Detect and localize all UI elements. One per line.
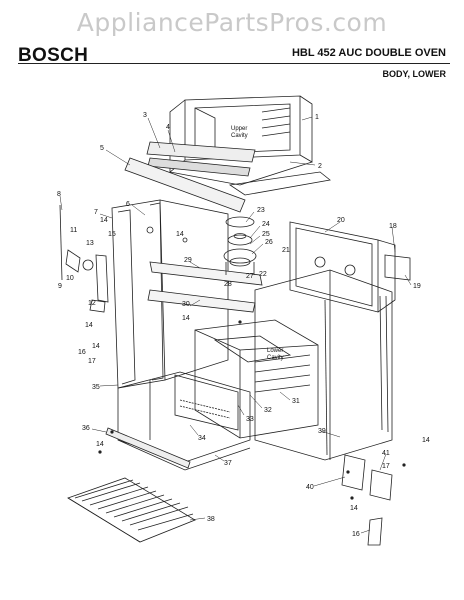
junction-box bbox=[384, 254, 411, 281]
callout-16-b: 16 bbox=[352, 531, 360, 538]
callout-16-a: 16 bbox=[78, 349, 86, 356]
callout-30: 30 bbox=[182, 301, 190, 308]
callout-14-b: 14 bbox=[176, 231, 184, 238]
watermark-text: AppliancePartsPros.com bbox=[76, 8, 388, 37]
upper-cavity-floor bbox=[228, 171, 331, 196]
cross-support bbox=[147, 261, 263, 313]
callout-23: 23 bbox=[257, 207, 265, 214]
callout-27: 27 bbox=[246, 273, 254, 280]
model-title: HBL 452 AUC DOUBLE OVEN bbox=[291, 47, 446, 59]
callout-36: 36 bbox=[82, 425, 90, 432]
lower-cavity-label-2: Cavity bbox=[267, 355, 284, 361]
base-frame bbox=[117, 371, 251, 471]
callout-22: 22 bbox=[259, 271, 267, 278]
callout-17-a: 17 bbox=[88, 358, 96, 365]
header-rule bbox=[18, 63, 450, 64]
callout-28: 28 bbox=[224, 281, 232, 288]
upper-cavity: Upper Cavity bbox=[169, 95, 331, 196]
callout-6: 6 bbox=[126, 201, 130, 208]
callout-14-f: 14 bbox=[422, 437, 430, 444]
callout-1: 1 bbox=[315, 114, 319, 121]
callout-2: 2 bbox=[318, 163, 322, 170]
callout-8: 8 bbox=[57, 191, 61, 198]
callout-21: 21 bbox=[282, 247, 290, 254]
callout-37: 37 bbox=[224, 460, 232, 467]
callout-10: 10 bbox=[66, 275, 74, 282]
oven-rack bbox=[67, 477, 196, 543]
callout-40: 40 bbox=[306, 484, 314, 491]
callout-18: 18 bbox=[389, 223, 397, 230]
callout-9: 9 bbox=[58, 283, 62, 290]
callout-14-e: 14 bbox=[182, 315, 190, 322]
callout-26: 26 bbox=[265, 239, 273, 246]
lower-hinge-assembly bbox=[341, 454, 393, 546]
callout-7: 7 bbox=[94, 209, 98, 216]
callout-14-d: 14 bbox=[92, 343, 100, 350]
leader-lines bbox=[59, 116, 412, 534]
callout-41: 41 bbox=[382, 450, 390, 457]
callout-17-b: 17 bbox=[382, 463, 390, 470]
convection-fan-assembly bbox=[223, 216, 257, 275]
left-side-panel bbox=[111, 199, 229, 389]
screw-markers bbox=[98, 320, 406, 500]
lower-cavity-label-1: Lower bbox=[267, 348, 283, 354]
upper-cavity-label-2: Cavity bbox=[231, 133, 248, 139]
callout-numbers: 1 2 3 4 5 6 7 8 9 10 11 12 13 14 14 14 1… bbox=[57, 112, 430, 538]
callout-4: 4 bbox=[166, 124, 170, 131]
callout-3: 3 bbox=[143, 112, 147, 119]
callout-20: 20 bbox=[337, 217, 345, 224]
lower-cavity: Lower Cavity bbox=[174, 319, 319, 439]
callout-33: 33 bbox=[246, 416, 254, 423]
callout-35: 35 bbox=[92, 384, 100, 391]
callout-11: 11 bbox=[70, 227, 77, 234]
callout-31: 31 bbox=[292, 398, 300, 405]
trim-strips bbox=[124, 141, 256, 213]
callout-24: 24 bbox=[262, 221, 270, 228]
bottom-trim bbox=[105, 427, 191, 469]
callout-14-a: 14 bbox=[100, 217, 108, 224]
callout-14-c: 14 bbox=[85, 322, 93, 329]
upper-cavity-label-1: Upper bbox=[231, 126, 247, 132]
section-title: BODY, LOWER bbox=[382, 69, 446, 79]
brand-logo: BOSCH bbox=[18, 45, 89, 66]
right-side-panel bbox=[254, 269, 393, 461]
callout-39: 39 bbox=[318, 428, 326, 435]
callout-25: 25 bbox=[262, 231, 270, 238]
callout-5: 5 bbox=[100, 145, 104, 152]
callout-32: 32 bbox=[264, 407, 272, 414]
callout-14-h: 14 bbox=[96, 441, 104, 448]
callout-15: 15 bbox=[108, 231, 116, 238]
callout-13: 13 bbox=[86, 240, 94, 247]
hinge-assembly bbox=[59, 204, 109, 313]
callout-14-g: 14 bbox=[350, 505, 358, 512]
callout-34: 34 bbox=[198, 435, 206, 442]
callout-29: 29 bbox=[184, 257, 192, 264]
callout-38: 38 bbox=[207, 516, 215, 523]
callout-12: 12 bbox=[88, 300, 96, 307]
callout-19: 19 bbox=[413, 283, 421, 290]
